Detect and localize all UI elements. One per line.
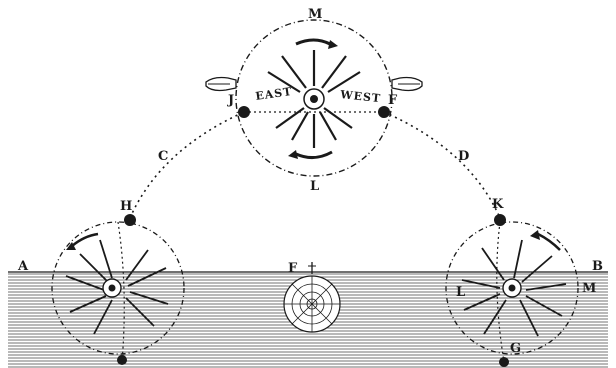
label-a: A	[17, 259, 29, 274]
label-l-top: L	[310, 179, 319, 194]
label-h: H	[120, 199, 132, 214]
earth-k	[494, 214, 506, 226]
label-c: C	[158, 149, 168, 164]
hand-right-icon	[392, 78, 422, 91]
hand-left-icon	[206, 78, 236, 91]
label-d: D	[458, 149, 469, 164]
label-k: K	[492, 197, 504, 212]
label-l-right: L	[456, 285, 465, 300]
label-f-right: F	[388, 93, 398, 108]
earth-bottom-right	[499, 357, 509, 367]
label-g: G	[510, 341, 521, 356]
earth-j	[238, 106, 250, 118]
label-b: B	[592, 259, 603, 274]
earth-h	[124, 214, 136, 226]
label-m-right: M	[582, 281, 596, 296]
arc-c	[130, 112, 244, 218]
label-f-center: F	[288, 261, 298, 276]
label-m-top: M	[308, 7, 322, 22]
label-j: J	[227, 93, 234, 108]
earth-bottom-left	[117, 355, 127, 365]
arc-d	[384, 112, 500, 218]
